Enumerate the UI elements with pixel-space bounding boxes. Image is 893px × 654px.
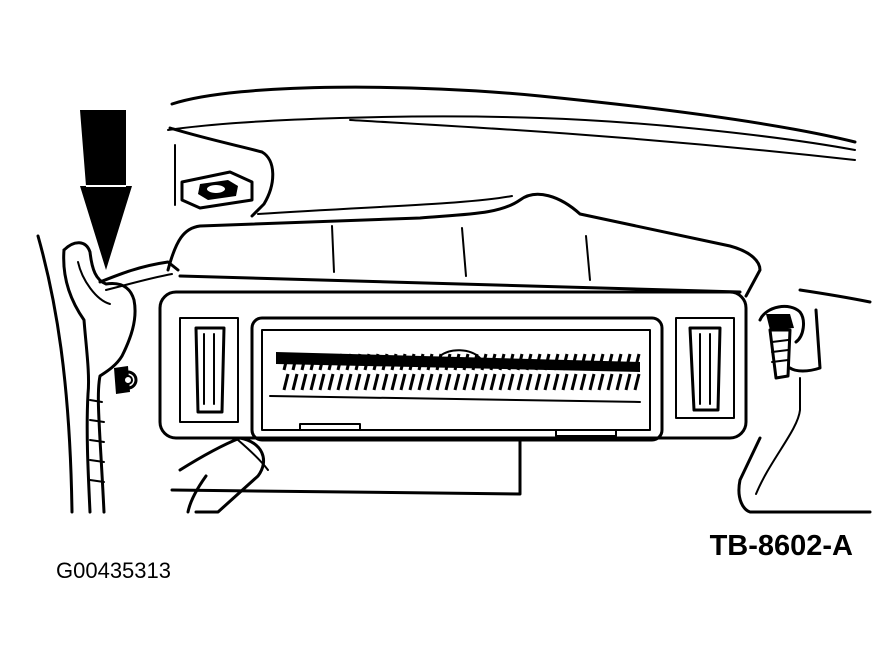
connector-pin (327, 353, 335, 371)
connector-pin (426, 353, 434, 371)
connector-pin (336, 353, 344, 371)
connector-pin (399, 353, 407, 371)
connector-pin (318, 373, 326, 391)
connector-pin (606, 373, 614, 391)
connector-pin (624, 353, 632, 371)
lower-trim (170, 436, 522, 514)
connector-pin (525, 353, 533, 371)
connector-pins (282, 353, 641, 391)
connector-pin (462, 373, 470, 391)
connector-pin (372, 373, 380, 391)
connector-pin (561, 373, 569, 391)
connector-pin (354, 353, 362, 371)
connector-pin (345, 353, 353, 371)
connector-pin (534, 373, 542, 391)
connector-pin (597, 353, 605, 371)
connector-pin (615, 353, 623, 371)
connector-pin (408, 373, 416, 391)
connector-pin (570, 373, 578, 391)
connector-pin (318, 353, 326, 371)
connector-pin (462, 353, 470, 371)
connector-pin (417, 373, 425, 391)
connector-pin (336, 373, 344, 391)
connector-pin (300, 373, 308, 391)
connector-pin (282, 353, 290, 371)
connector-pin (471, 353, 479, 371)
connector-pin (480, 353, 488, 371)
mounting-nut (180, 170, 254, 210)
connector-pin (417, 353, 425, 371)
connector-pin (363, 373, 371, 391)
connector-pin (309, 353, 317, 371)
connector-pin (615, 373, 623, 391)
connector-pin (570, 353, 578, 371)
connector-pin (390, 353, 398, 371)
connector-pin (327, 373, 335, 391)
connector-pin (381, 373, 389, 391)
connector-pin (282, 373, 290, 391)
connector-pin (507, 353, 515, 371)
figure-reference-code: G00435313 (56, 558, 171, 583)
connector-pin (543, 373, 551, 391)
connector-pin (372, 353, 380, 371)
connector-pin (480, 373, 488, 391)
connector-pin (291, 353, 299, 371)
connector-pin (489, 353, 497, 371)
module-bracket (166, 192, 762, 298)
connector-pin (633, 353, 641, 371)
connector-pin (471, 373, 479, 391)
connector-pin (543, 353, 551, 371)
connector-pin (606, 353, 614, 371)
connector-pin (408, 353, 416, 371)
connector-pin (291, 373, 299, 391)
connector-port (250, 316, 664, 442)
connector-pin (453, 353, 461, 371)
connector-pin (588, 353, 596, 371)
connector-pin (489, 373, 497, 391)
connector-pin (516, 373, 524, 391)
connector-pin (381, 353, 389, 371)
connector-pin (597, 373, 605, 391)
connector-pin (498, 353, 506, 371)
connector-pin (444, 373, 452, 391)
connector-pin (579, 373, 587, 391)
connector-pin (444, 353, 452, 371)
connector-pin (390, 373, 398, 391)
pointer-arrow (80, 110, 132, 270)
wire-harness (36, 234, 180, 514)
connector-pin (552, 353, 560, 371)
connector-pin (399, 373, 407, 391)
connector-pin (498, 373, 506, 391)
connector-pin (309, 373, 317, 391)
connector-pin (534, 353, 542, 371)
connector-pin (588, 373, 596, 391)
connector-pin (525, 373, 533, 391)
connector-pin (426, 373, 434, 391)
connector-pin (507, 373, 515, 391)
connector-pin (552, 373, 560, 391)
connector-pin (345, 373, 353, 391)
mounting-bolt (737, 288, 872, 514)
connector-pin (624, 373, 632, 391)
connector-pin (300, 353, 308, 371)
connector-pin (579, 353, 587, 371)
dash-panel-upper (167, 85, 857, 218)
connector-pin (354, 373, 362, 391)
connector-pin (633, 373, 641, 391)
illustration-id: TB-8602-A (709, 530, 853, 562)
connector-pin (363, 353, 371, 371)
connector-pin (435, 373, 443, 391)
connector-pin (561, 353, 569, 371)
connector-pin (453, 373, 461, 391)
connector-pin (516, 353, 524, 371)
